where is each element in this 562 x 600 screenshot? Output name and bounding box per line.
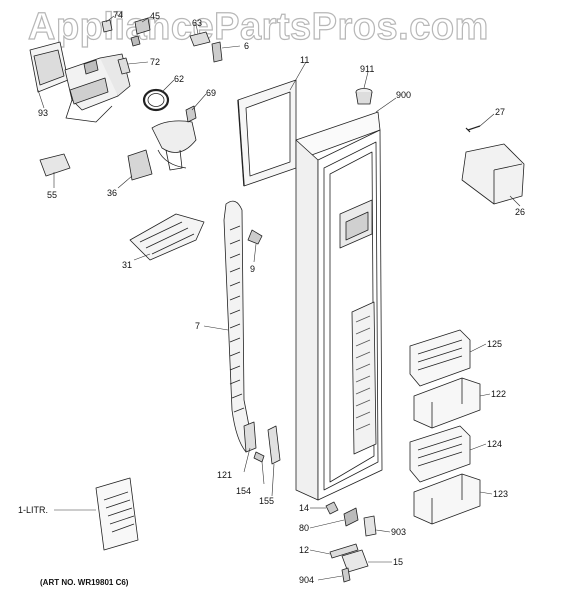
- part-904: [341, 567, 351, 583]
- part-15: [341, 549, 369, 573]
- label-903: 903: [391, 527, 407, 537]
- cover-26: [461, 143, 525, 205]
- shelf-123: [413, 473, 481, 525]
- part-12: [329, 543, 359, 559]
- label-122: 122: [491, 389, 507, 399]
- label-63: 63: [192, 18, 203, 28]
- bracket-36: [127, 149, 153, 181]
- part-154: [253, 451, 265, 463]
- label-14: 14: [299, 503, 310, 513]
- manual-booklet: [95, 477, 139, 551]
- cap-911: [355, 88, 373, 105]
- label-9: 9: [250, 264, 256, 274]
- label-74: 74: [113, 10, 124, 20]
- screw-9: [247, 229, 263, 245]
- small-clips: [101, 17, 223, 75]
- label-55: 55: [47, 190, 58, 200]
- label-6: 6: [244, 41, 250, 51]
- handle-7: [223, 200, 253, 453]
- label-121: 121: [217, 470, 233, 480]
- funnel-69: [151, 105, 197, 171]
- label-27: 27: [495, 107, 506, 117]
- part-80: [343, 507, 359, 527]
- label-36: 36: [107, 188, 118, 198]
- label-93: 93: [38, 108, 49, 118]
- label-904: 904: [299, 575, 315, 585]
- leader-lines: [37, 15, 521, 581]
- dispenser-housing-93: [29, 41, 131, 123]
- label-11: 11: [300, 55, 310, 65]
- label-123: 123: [493, 489, 509, 499]
- frame-11: [237, 79, 297, 187]
- screw-27: [465, 125, 481, 133]
- label-125: 125: [487, 339, 503, 349]
- label-15: 15: [393, 557, 404, 567]
- part-121: [243, 421, 257, 453]
- bracket-55: [39, 153, 71, 177]
- ring-62: [142, 88, 170, 112]
- part-903: [363, 515, 377, 537]
- shelf-125: [409, 329, 471, 387]
- door-ribs: [355, 315, 371, 431]
- art-number: (ART NO. WR19801 C6): [40, 578, 129, 587]
- label-80: 80: [299, 523, 310, 533]
- label-1-litr: 1-LITR.: [18, 505, 49, 515]
- label-155: 155: [259, 496, 275, 506]
- label-62: 62: [174, 74, 185, 84]
- label-7: 7: [195, 321, 201, 331]
- label-45: 45: [150, 11, 161, 21]
- label-900: 900: [396, 90, 412, 100]
- label-154: 154: [236, 486, 252, 496]
- label-124: 124: [487, 439, 503, 449]
- door-panel-900: [295, 111, 383, 501]
- label-12: 12: [299, 545, 310, 555]
- shelf-124: [409, 425, 471, 483]
- label-72: 72: [150, 57, 161, 67]
- label-69: 69: [206, 88, 217, 98]
- part-14: [325, 501, 339, 515]
- part-155: [267, 425, 281, 465]
- grille-31: [129, 213, 205, 261]
- label-911: 911: [360, 64, 375, 74]
- label-31: 31: [122, 260, 133, 270]
- shelf-122: [413, 377, 481, 429]
- label-26: 26: [515, 207, 526, 217]
